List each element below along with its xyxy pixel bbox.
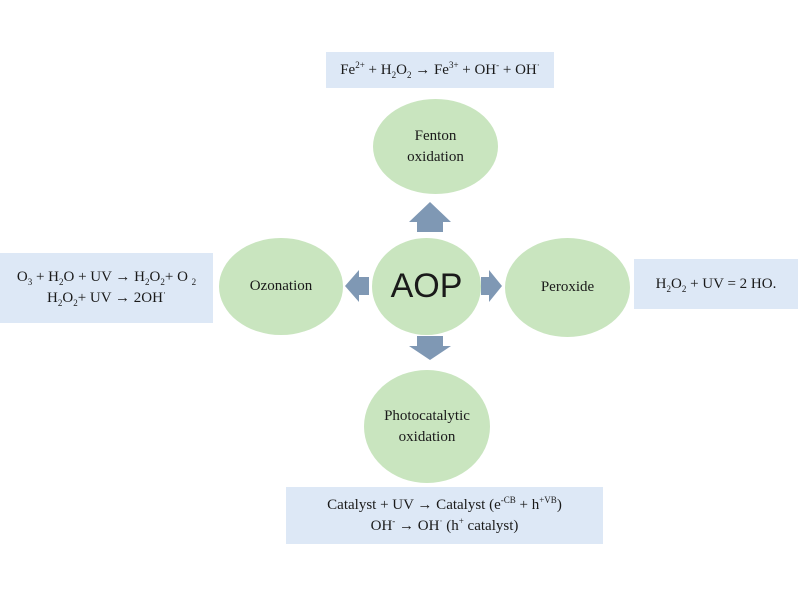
photocatalytic-equation-box: Catalyst + UV → Catalyst (e-CB + h+VB) O… (286, 487, 603, 544)
aop-label: AOP (390, 267, 463, 305)
arrow-down (409, 336, 451, 360)
fenton-node-line1: Fenton (414, 127, 457, 144)
ozonation-node: Ozonation (219, 238, 343, 335)
photocatalytic-oxidation-node: Photocatalytic oxidation (364, 370, 490, 483)
peroxide-equation: H2O2 + UV = 2 HO. (655, 275, 777, 294)
ozonation-equation-line2: H2O2+ UV → 2OH· (47, 288, 166, 308)
photocatalytic-node-line1: Photocatalytic (384, 407, 470, 424)
ozonation-equation-line1: O3 + H2O + UV → H2O2+ O 2 (16, 269, 197, 287)
peroxide-node: Peroxide (505, 238, 630, 337)
aop-center-node: AOP (372, 238, 481, 335)
photocatalytic-equation-line1: Catalyst + UV → Catalyst (e-CB + h+VB) (327, 494, 562, 513)
ozonation-node-label: Ozonation (249, 278, 313, 294)
fenton-node-line2: oxidation (407, 148, 464, 165)
arrow-right (481, 270, 502, 302)
fenton-equation-box: Fe2+ + H2O2 → Fe3+ + OH- + OH· (326, 52, 554, 88)
fenton-equation: Fe2+ + H2O2 → Fe3+ + OH- + OH· (340, 59, 540, 80)
arrow-up (409, 202, 451, 232)
photocatalytic-equation-line2: OH- → OH· (h+ catalyst) (370, 515, 519, 534)
photocatalytic-node-line2: oxidation (398, 428, 456, 445)
ozonation-equation-box: O3 + H2O + UV → H2O2+ O 2 H2O2+ UV → 2OH… (0, 253, 213, 323)
peroxide-node-label: Peroxide (540, 279, 595, 295)
arrow-left (345, 270, 369, 302)
fenton-oxidation-node: Fenton oxidation (373, 99, 498, 194)
peroxide-equation-box: H2O2 + UV = 2 HO. (634, 259, 798, 309)
